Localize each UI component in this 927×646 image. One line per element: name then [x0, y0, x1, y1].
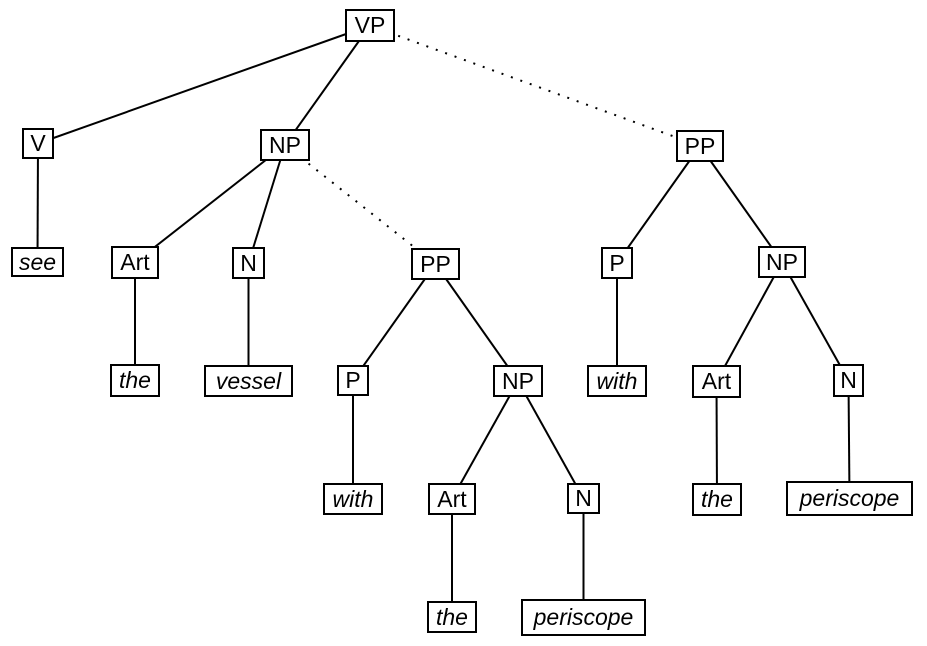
tree-node-the-right: the: [692, 483, 742, 516]
tree-node-p-right: P: [601, 247, 633, 279]
tree-node-np-mid: NP: [493, 365, 543, 397]
tree-edge-pp-right-p-right: [616, 145, 701, 264]
tree-node-with-mid: with: [323, 483, 383, 515]
tree-edge-np-mid-n-mid: [517, 380, 585, 499]
tree-node-np-right: NP: [758, 246, 806, 278]
tree-edge-vp-np-top: [284, 24, 371, 146]
tree-node-the-mid: the: [427, 601, 477, 633]
tree-edge-pp-right-np-right: [699, 145, 783, 263]
tree-node-n-right: N: [833, 364, 864, 397]
tree-node-periscope-mid: periscope: [521, 599, 646, 636]
tree-node-v: V: [22, 128, 54, 159]
tree-node-art-left: Art: [111, 246, 159, 279]
tree-edge-np-top-art-left: [134, 144, 286, 264]
tree-edge-n-right-periscope-right: [847, 380, 851, 499]
tree-edge-np-right-n-right: [781, 261, 850, 381]
tree-node-pp-mid: PP: [411, 248, 460, 280]
tree-edge-np-top-pp-mid-dotted: [284, 144, 437, 265]
tree-edge-art-right-the-right: [715, 381, 718, 500]
tree-edge-pp-mid-np-mid: [434, 263, 519, 382]
tree-edge-pp-mid-p-mid: [352, 263, 437, 382]
tree-node-art-right: Art: [692, 365, 741, 398]
tree-node-p-mid: P: [337, 365, 369, 396]
tree-node-see: see: [11, 247, 64, 277]
tree-edge-np-mid-art-mid: [451, 380, 519, 500]
tree-node-with-right: with: [587, 365, 647, 397]
tree-node-art-mid: Art: [428, 483, 476, 515]
tree-node-periscope-right: periscope: [786, 481, 913, 516]
tree-node-pp-right: PP: [676, 130, 724, 162]
tree-node-n-mid: N: [567, 483, 600, 514]
tree-node-np-top: NP: [260, 129, 310, 161]
tree-edge-np-top-n-left: [247, 144, 286, 264]
tree-node-vp: VP: [345, 9, 395, 42]
tree-node-vessel: vessel: [204, 365, 293, 397]
tree-node-n-left: N: [232, 247, 265, 279]
tree-edge-vp-v: [37, 24, 371, 145]
tree-edge-v-see: [36, 143, 39, 263]
tree-node-the-left: the: [110, 364, 160, 397]
tree-edge-np-right-art-right: [715, 261, 783, 382]
